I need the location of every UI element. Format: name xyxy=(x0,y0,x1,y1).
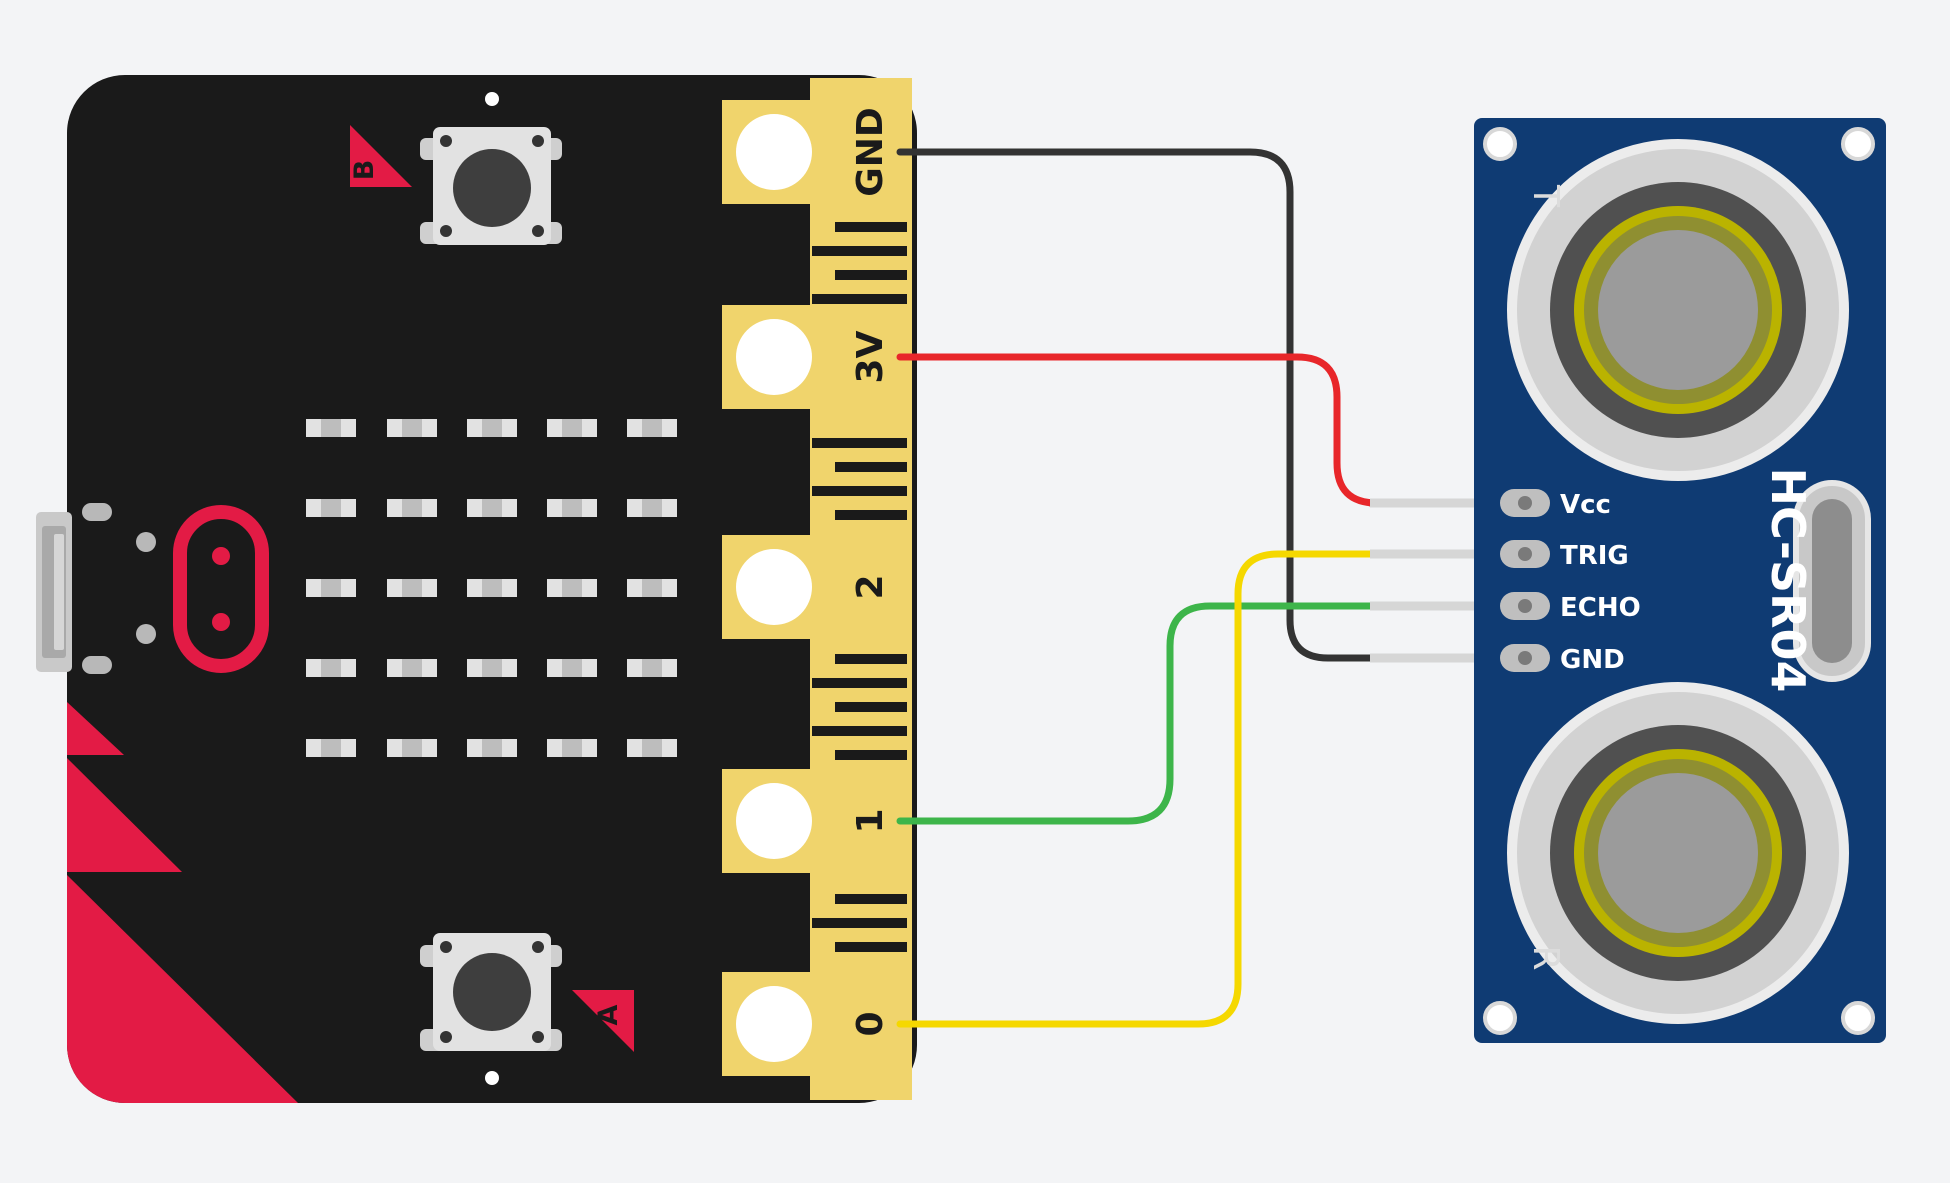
connector-finger xyxy=(812,438,907,448)
led xyxy=(387,739,437,757)
led xyxy=(467,419,517,437)
led xyxy=(387,659,437,677)
led xyxy=(627,659,677,677)
led xyxy=(547,659,597,677)
edge-connector-fingers xyxy=(812,222,907,952)
led xyxy=(387,419,437,437)
receiver-label: R xyxy=(1525,945,1566,970)
connector-finger xyxy=(812,726,907,736)
led xyxy=(627,499,677,517)
sensor-pin-echo[interactable]: ECHO xyxy=(1500,592,1641,623)
pin-pad-3v[interactable]: 3V xyxy=(722,305,910,409)
transmitter-transducer xyxy=(1507,139,1849,481)
usb-connector xyxy=(36,512,72,672)
pin-pad-2[interactable]: 2 xyxy=(722,535,910,639)
connector-finger xyxy=(835,750,907,760)
sensor-pin-label: TRIG xyxy=(1560,541,1629,571)
smd-component xyxy=(82,656,112,674)
connector-finger xyxy=(835,942,907,952)
pin-pad-0[interactable]: 0 xyxy=(722,972,910,1076)
microbit-corner-logo xyxy=(67,702,298,1103)
led xyxy=(387,499,437,517)
pin-pad-1[interactable]: 1 xyxy=(722,769,910,873)
connector-finger xyxy=(812,294,907,304)
button-a-cap[interactable] xyxy=(453,953,531,1031)
sensor-pin-legs xyxy=(1370,498,1474,663)
led xyxy=(547,419,597,437)
face-logo xyxy=(173,505,269,673)
led xyxy=(306,499,356,517)
wire-p1-echo xyxy=(896,602,1374,825)
smd-component xyxy=(136,624,156,644)
microbit-board: GND 3V 2 1 0 B A xyxy=(36,75,917,1103)
button-b-cap[interactable] xyxy=(453,149,531,227)
led xyxy=(467,499,517,517)
led-matrix xyxy=(306,419,677,757)
connector-finger xyxy=(812,918,907,928)
sensor-pin-label: Vcc xyxy=(1560,490,1611,520)
wire-gnd xyxy=(896,148,1374,662)
edge-connector-pads: GND 3V 2 1 0 xyxy=(722,100,910,1076)
pin-label: 3V xyxy=(850,330,891,383)
led xyxy=(547,499,597,517)
sensor-pin-vcc[interactable]: Vcc xyxy=(1500,489,1611,520)
led xyxy=(627,419,677,437)
led xyxy=(547,739,597,757)
smd-component xyxy=(136,532,156,552)
button-a[interactable]: A xyxy=(420,933,634,1085)
mounting-holes xyxy=(1483,127,1875,1035)
connector-finger xyxy=(812,246,907,256)
led xyxy=(467,579,517,597)
led xyxy=(306,419,356,437)
pin-label: GND xyxy=(850,107,891,197)
connector-finger xyxy=(835,702,907,712)
sensor-pin-trig[interactable]: TRIG xyxy=(1500,540,1629,571)
connector-finger xyxy=(812,486,907,496)
led xyxy=(627,579,677,597)
connector-finger xyxy=(835,894,907,904)
led xyxy=(387,579,437,597)
led xyxy=(306,659,356,677)
led xyxy=(306,739,356,757)
smd-component xyxy=(82,503,112,521)
sensor-pin-label: GND xyxy=(1560,645,1625,675)
wire-3v-vcc xyxy=(896,353,1378,507)
connector-finger xyxy=(835,510,907,520)
led xyxy=(547,579,597,597)
button-a-marker xyxy=(572,990,634,1052)
sensor-pin-label: ECHO xyxy=(1560,593,1641,623)
sensor-pin-gnd[interactable]: GND xyxy=(1500,644,1625,675)
pin-label: 1 xyxy=(850,808,891,833)
sensor-model-label: HC-SR04 xyxy=(1761,468,1815,693)
connector-finger xyxy=(812,678,907,688)
connector-finger xyxy=(835,222,907,232)
pin-label: 0 xyxy=(850,1011,891,1036)
pin-pad-gnd[interactable]: GND xyxy=(722,100,910,204)
button-b-label: B xyxy=(349,160,380,181)
pin-label: 2 xyxy=(850,574,891,599)
connector-finger xyxy=(835,462,907,472)
wires xyxy=(896,148,1378,1028)
led xyxy=(306,579,356,597)
led xyxy=(627,739,677,757)
button-b[interactable]: B xyxy=(349,92,562,245)
wire-p0-trig xyxy=(896,550,1374,1028)
connector-finger xyxy=(835,654,907,664)
button-a-label: A xyxy=(593,1004,624,1025)
transmitter-label: T xyxy=(1525,184,1566,208)
button-b-marker xyxy=(350,125,412,187)
led xyxy=(467,659,517,677)
crystal-oscillator xyxy=(1793,480,1871,682)
receiver-transducer xyxy=(1507,682,1849,1024)
connector-finger xyxy=(835,270,907,280)
led xyxy=(467,739,517,757)
